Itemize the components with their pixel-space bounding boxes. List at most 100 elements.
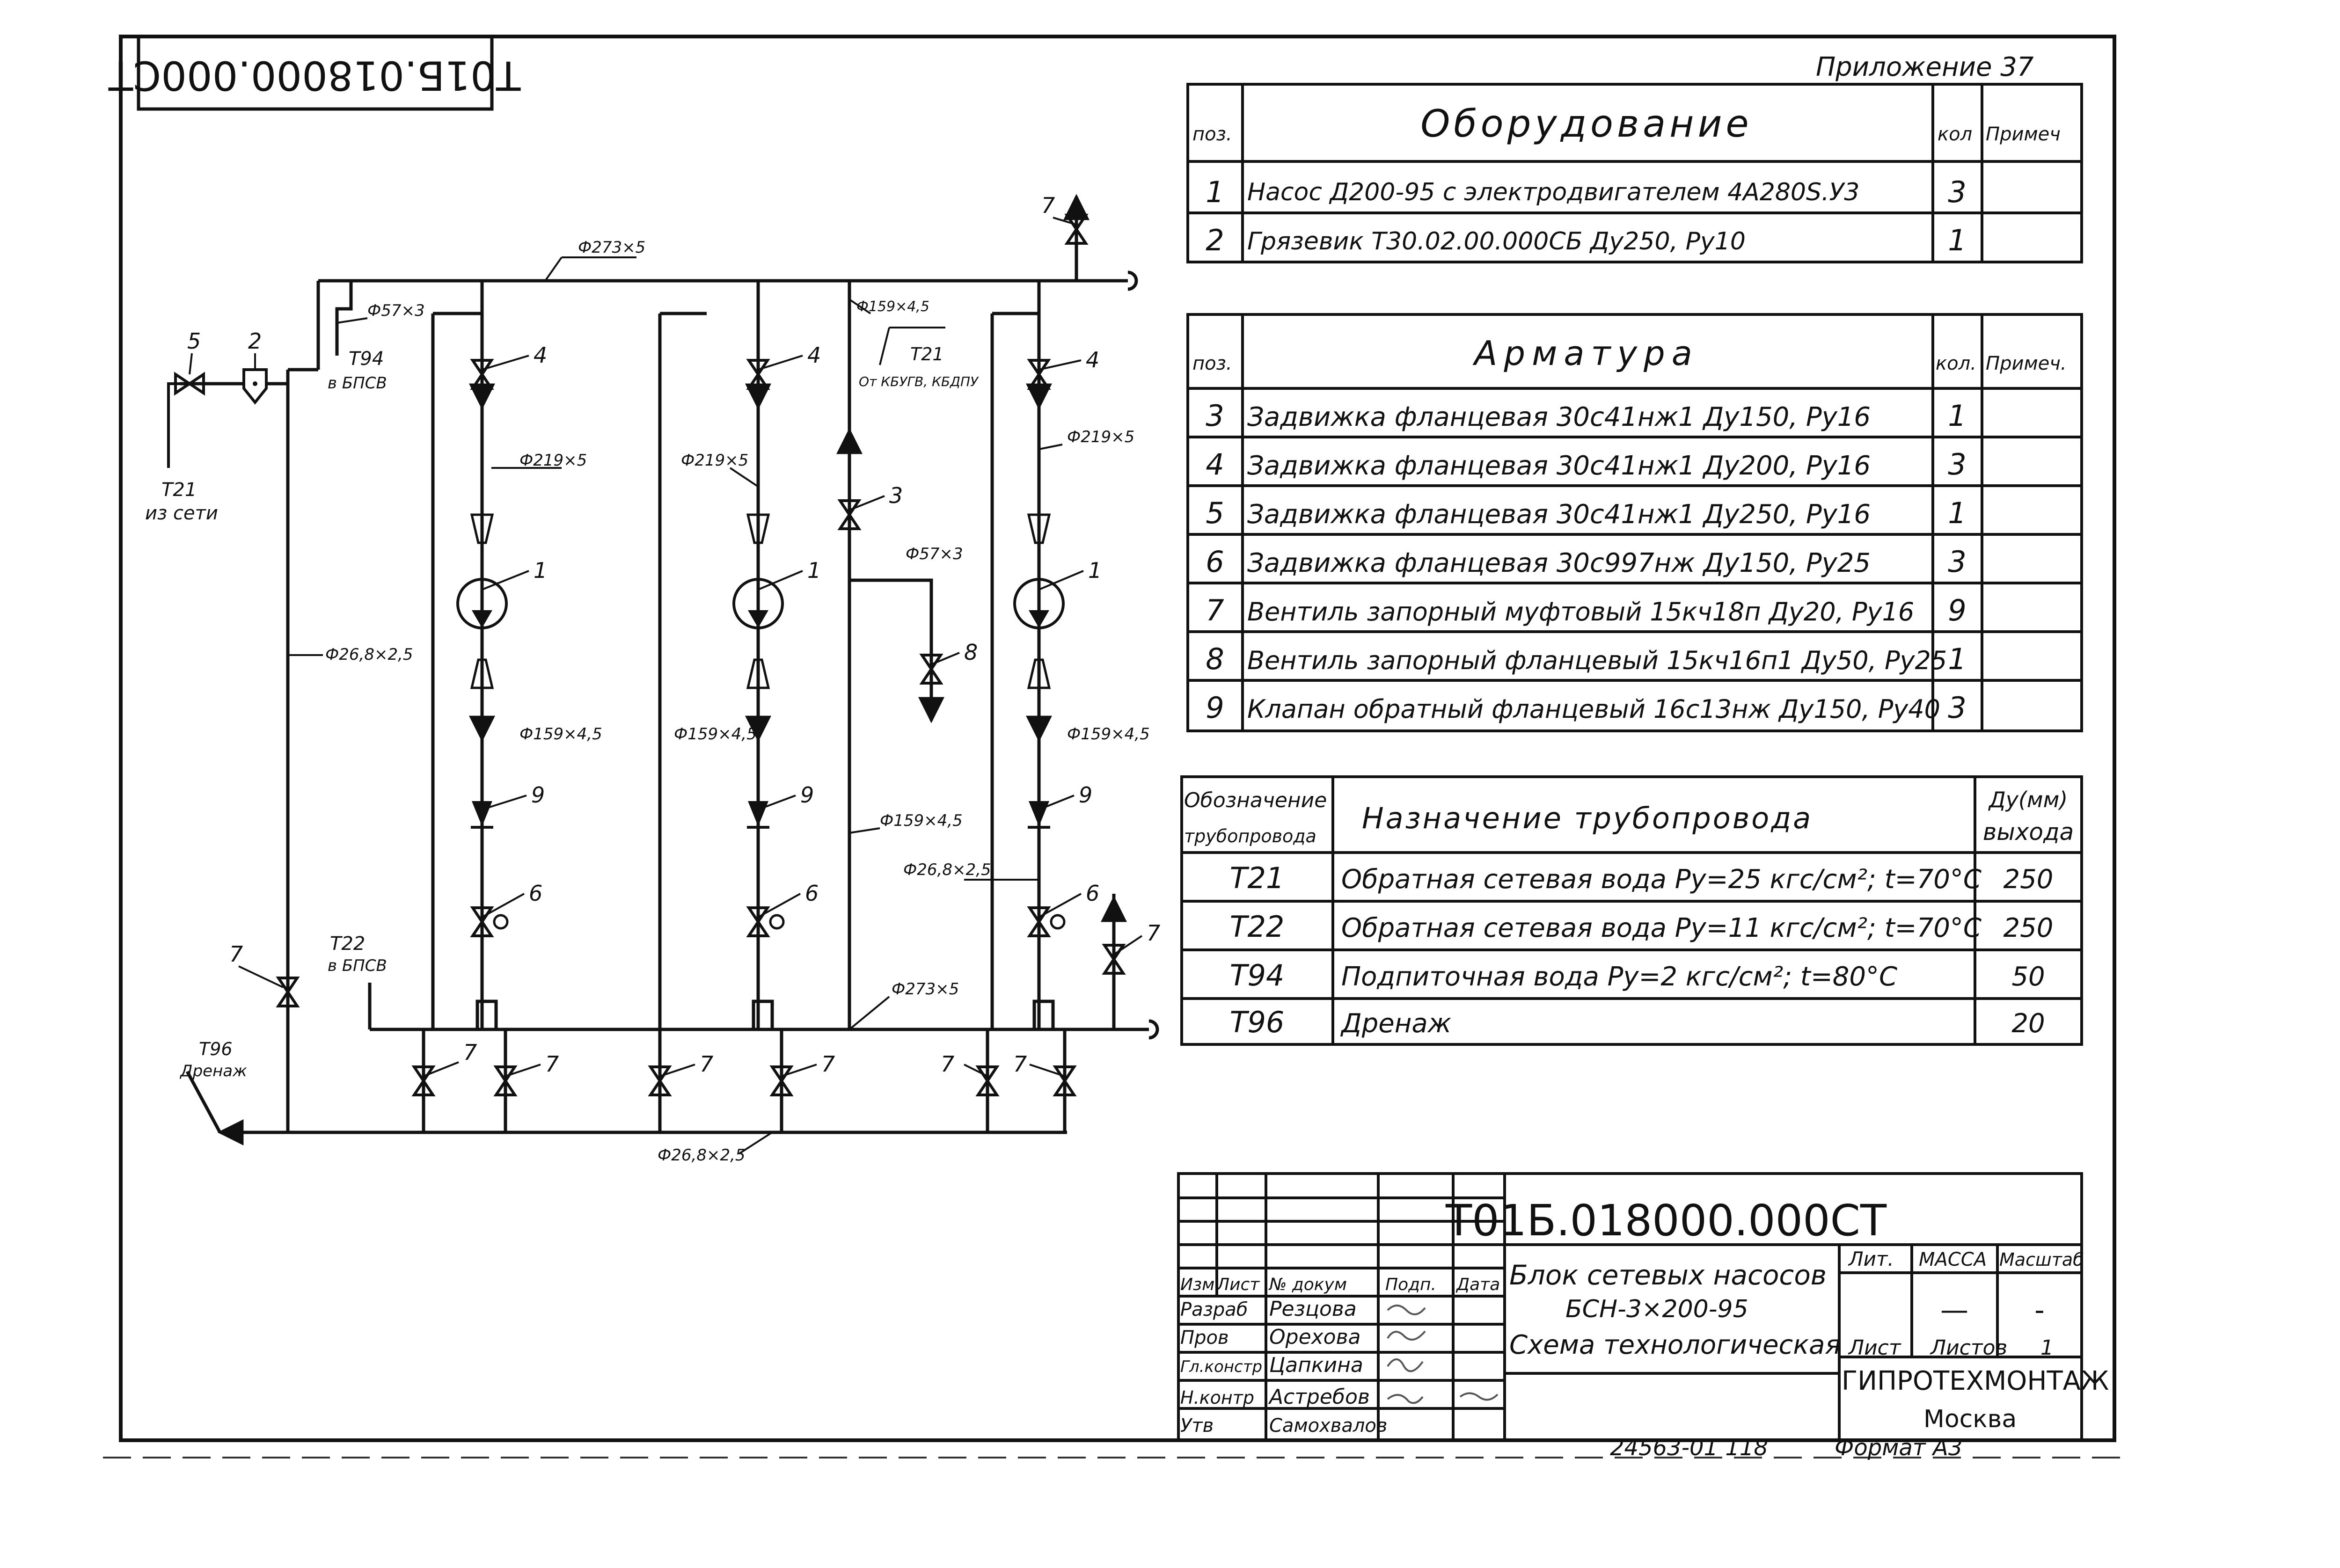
title-scale-label: Масштаб [1999, 1249, 2084, 1270]
title-role: Гл.констр [1180, 1357, 1262, 1376]
equipment-table [1186, 83, 2083, 263]
stream-t96-sub: Дренаж [179, 1062, 247, 1080]
fittings-header-note: Примеч. [1986, 353, 2067, 374]
fittings-rows: 3 Задвижка фланцевая 30с41нж1 Ду150, Ру1… [1206, 399, 1966, 725]
fittings-row-name: Вентиль запорный муфтовый 15кч18п Ду20, … [1247, 597, 1914, 627]
signature-scribbles [1387, 1305, 1499, 1404]
pipe-label-vent-right: Ф26,8×2,5 [903, 861, 991, 879]
stream-t22: Т22 [330, 933, 365, 955]
callout-6: 6 [529, 881, 542, 906]
pipe-label-makeup: Ф57×3 [367, 301, 425, 320]
title-mass-value: — [1940, 1294, 1968, 1327]
callout-7: 7 [545, 1051, 559, 1077]
pipeline-row-du: 20 [2011, 1008, 2045, 1039]
title-role: Пров [1180, 1327, 1229, 1349]
pipe-labels: Ф273×5 Ф57×3 Ф26,8×2,5 Ф219×5 Ф219×5 Ф21… [325, 238, 1150, 1165]
equipment-row-name: Насос Д200-95 с электродвигателем 4А280S… [1247, 178, 1859, 206]
equipment-row-pos: 2 [1206, 223, 1224, 257]
title-role: Утв [1180, 1415, 1214, 1437]
stream-t21-mid: Т21 [910, 344, 944, 365]
stream-t21-left-sub: из сети [145, 503, 218, 524]
leader-lines [189, 217, 1143, 1154]
pipe-label-main-return: Ф273×5 [892, 980, 959, 999]
fittings-header-pos: поз. [1192, 353, 1232, 374]
title-person: Орехова [1269, 1325, 1361, 1349]
title-col-header: № докум [1268, 1275, 1347, 1294]
title-person: Резцова [1269, 1297, 1357, 1321]
callouts: 1 1 1 2 3 4 4 4 5 6 6 6 7 7 7 7 7 7 7 7 … [187, 193, 1160, 1077]
pipe-label-bypass: Ф159×4,5 [880, 811, 963, 830]
title-role: Разраб [1180, 1299, 1248, 1320]
callout-7: 7 [1041, 193, 1055, 218]
fittings-row-pos: 3 [1206, 399, 1224, 433]
callout-9: 9 [531, 782, 545, 808]
fittings-title: Арматура [1472, 334, 1699, 373]
pipeline-row-purpose: Дренаж [1340, 1008, 1451, 1039]
callout-7: 7 [229, 941, 243, 967]
title-mass-label: МАССА [1919, 1249, 1987, 1270]
pipeline-row-code: Т21 [1230, 861, 1285, 895]
fittings-row-pos: 8 [1206, 642, 1224, 676]
callout-7: 7 [821, 1051, 835, 1077]
callout-1: 1 [1088, 558, 1102, 583]
pipeline-row-du: 250 [2004, 913, 2054, 943]
pipeline-header-du-sub: выхода [1983, 818, 2074, 846]
pipeline-rows: Т21 Обратная сетевая вода Ру=25 кгс/см²;… [1230, 861, 2054, 1039]
title-person: Самохвалов [1269, 1415, 1387, 1437]
valve-6-icon [749, 908, 785, 936]
callout-3: 3 [889, 483, 903, 508]
mud-trap-icon [242, 368, 268, 405]
callout-7: 7 [463, 1040, 477, 1065]
fittings-row-qty: 3 [1948, 447, 1966, 481]
title-scale-value: - [2034, 1294, 2045, 1327]
title-person: Цапкина [1269, 1353, 1363, 1377]
callout-9: 9 [1079, 782, 1092, 808]
callout-5: 5 [187, 328, 201, 354]
title-block [1177, 1172, 2083, 1442]
equipment-row-name: Грязевик Т30.02.00.000СБ Ду250, Ру10 [1247, 227, 1746, 255]
pipeline-row-purpose: Обратная сетевая вода Ру=25 кгс/см²; t=7… [1341, 864, 1982, 895]
title-name-line3: Схема технологическая [1509, 1330, 1841, 1360]
piping-diagram [180, 194, 1159, 1145]
title-col-header: Дата [1455, 1275, 1500, 1294]
pipe-label-main-supply: Ф273×5 [578, 238, 645, 257]
fittings-row-pos: 6 [1206, 545, 1224, 579]
equipment-header-pos: поз. [1192, 124, 1232, 145]
pipeline-header-du: Ду(мм) [1988, 787, 2068, 812]
fittings-row-pos: 5 [1206, 496, 1224, 530]
fittings-row-pos: 4 [1206, 447, 1224, 481]
pipeline-row-purpose: Обратная сетевая вода Ру=11 кгс/см²; t=7… [1341, 913, 1982, 943]
title-lit-label: Лит. [1848, 1247, 1894, 1270]
valve-6-icon [1030, 908, 1066, 936]
fittings-row-name: Клапан обратный фланцевый 16с13нж Ду150,… [1247, 694, 1940, 724]
format-note: Формат А3 [1835, 1435, 1962, 1461]
bottom-note: 24563-01 118 [1610, 1435, 1768, 1461]
check-valve-9-icon [1028, 801, 1050, 827]
title-roles: Разраб Резцова Пров Орехова Гл.констр Ца… [1180, 1297, 1387, 1437]
pipeline-row-du: 250 [2004, 864, 2054, 895]
title-col-header: Лист [1216, 1275, 1260, 1294]
pipeline-table [1180, 775, 2083, 1046]
fittings-row-pos: 7 [1206, 593, 1224, 627]
fittings-row-qty: 9 [1948, 593, 1966, 627]
stream-t21-mid-sub: От КБУГВ, КБДПУ [859, 374, 979, 389]
pipe-label-drain-line: Ф26,8×2,5 [325, 645, 413, 664]
title-col-header: Изм [1180, 1275, 1214, 1294]
pipeline-row-code: Т96 [1230, 1005, 1285, 1039]
top-stamp-text: Т01Б.018000.000СТ [108, 52, 521, 99]
title-col-header: Подп. [1385, 1275, 1436, 1294]
callout-7: 7 [700, 1051, 713, 1077]
drawing-frame [119, 35, 2116, 1442]
pipeline-row-du: 50 [2011, 962, 2045, 992]
valve-6-icon [473, 908, 509, 936]
callout-7: 7 [1013, 1051, 1027, 1077]
check-valve-9-icon [747, 801, 769, 827]
title-person: Астребов [1268, 1385, 1370, 1409]
fittings-row-name: Вентиль запорный фланцевый 15кч16п1 Ду50… [1247, 646, 1947, 675]
callout-1: 1 [534, 558, 547, 583]
callout-7: 7 [1147, 920, 1160, 946]
stream-t22-sub: в БПСВ [328, 956, 387, 975]
title-sheet-label: Лист [1848, 1336, 1901, 1360]
fittings-row-name: Задвижка фланцевая 30с41нж1 Ду150, Ру16 [1247, 402, 1871, 432]
